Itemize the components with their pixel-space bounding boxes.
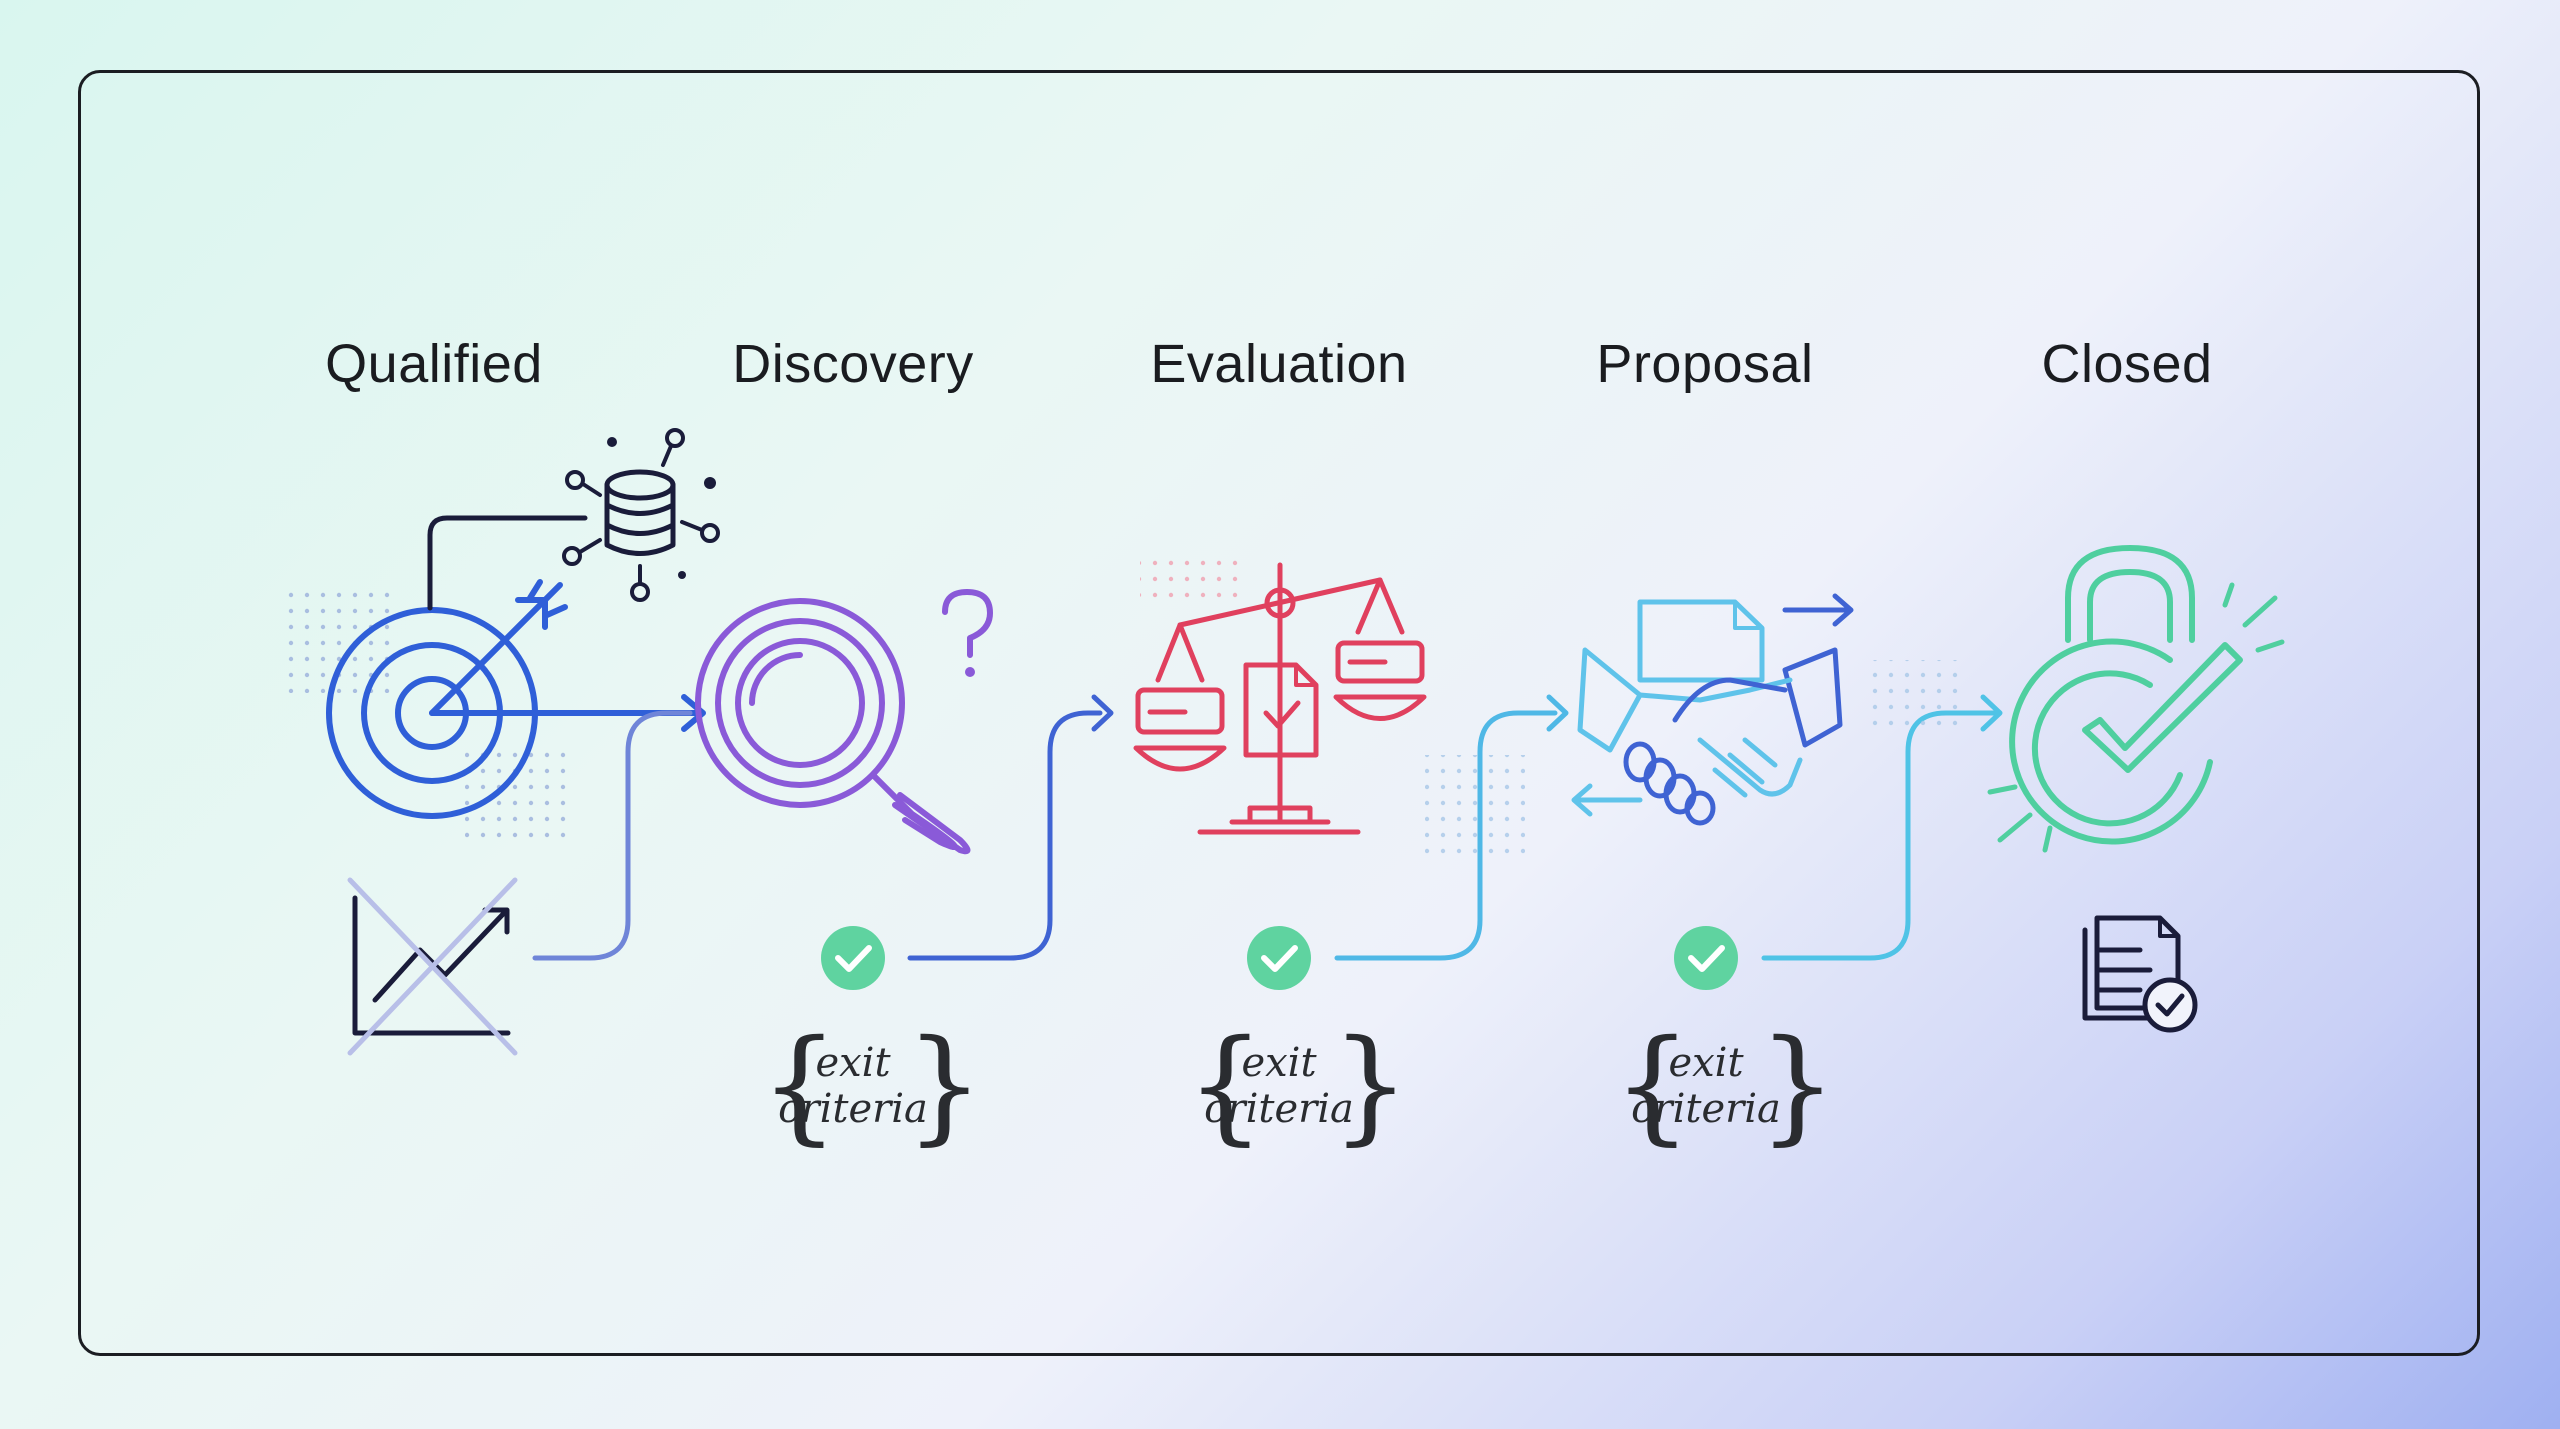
exit-criteria-line1: exit	[1241, 1040, 1317, 1086]
check-icon	[1674, 926, 1738, 990]
connector-arrow-2	[907, 710, 1103, 961]
svg-text:}: }	[1758, 1014, 1837, 1158]
svg-text:}: }	[905, 1014, 984, 1158]
lock-check-icon	[1987, 545, 2285, 853]
exit-criteria-line2: criteria	[1631, 1086, 1781, 1132]
diagram-frame	[78, 70, 2480, 1356]
database-icon	[427, 428, 720, 611]
gate-discovery: { } exit criteria	[760, 926, 984, 1158]
scale-icon	[1133, 560, 1427, 835]
stage-label-qualified: Qualified	[325, 334, 543, 394]
svg-text:{: {	[1186, 1014, 1265, 1158]
svg-text:{: {	[1613, 1014, 1692, 1158]
exit-criteria-line1: exit	[1668, 1040, 1744, 1086]
exit-criteria-line2: criteria	[1204, 1086, 1354, 1132]
exit-criteria-line1: exit	[815, 1040, 891, 1086]
document-check-icon	[2082, 915, 2198, 1033]
magnifier-icon	[695, 589, 993, 855]
stage-label-evaluation: Evaluation	[1150, 334, 1407, 394]
chart-crossed-icon	[347, 877, 518, 1056]
stage-label-proposal: Proposal	[1596, 334, 1813, 394]
gate-proposal: { } exit criteria	[1613, 926, 1837, 1158]
gate-evaluation: { } exit criteria	[1186, 926, 1410, 1158]
svg-text:}: }	[1331, 1014, 1410, 1158]
handshake-icon	[1571, 593, 1854, 826]
stage-label-discovery: Discovery	[732, 334, 974, 394]
stage-label-closed: Closed	[2041, 334, 2212, 394]
check-icon	[1247, 926, 1311, 990]
check-icon	[821, 926, 885, 990]
connector-arrow-1	[532, 710, 693, 961]
target-icon	[285, 579, 706, 840]
exit-criteria-line2: criteria	[778, 1086, 928, 1132]
connector-arrow-4	[1761, 710, 1998, 961]
svg-text:{: {	[760, 1014, 839, 1158]
